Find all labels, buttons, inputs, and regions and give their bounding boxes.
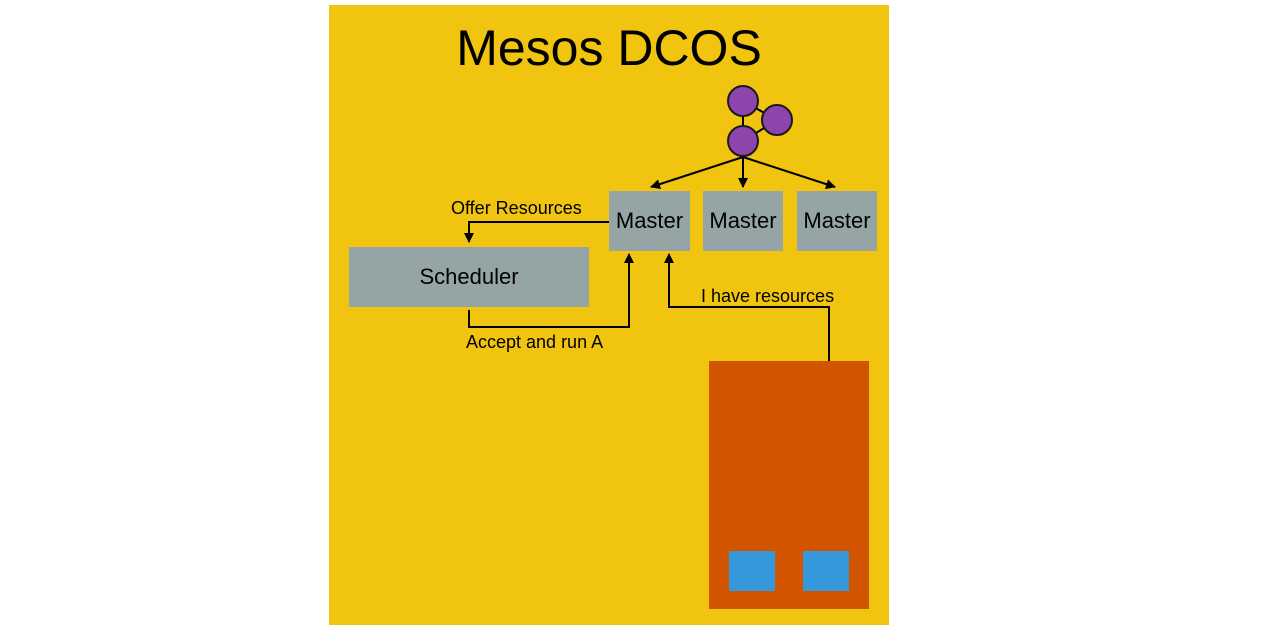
task-block	[729, 551, 775, 591]
offer-arrow	[464, 221, 609, 243]
master-box: Master	[797, 191, 877, 251]
cluster-node-icon	[761, 104, 793, 136]
cluster-to-master-arrow	[650, 156, 744, 189]
offer-resources-label: Offer Resources	[451, 198, 582, 218]
cluster-to-master-arrow	[742, 156, 836, 189]
cluster-node-icon	[727, 85, 759, 117]
scheduler-box: Scheduler	[349, 247, 589, 307]
cluster-node-icon	[727, 125, 759, 157]
accept-arrow	[468, 253, 634, 328]
have-resources-label: I have resources	[701, 286, 835, 306]
master-box: Master	[609, 191, 690, 251]
accept-and-run-label: Accept and run A	[466, 332, 604, 352]
diagram-title: Mesos DCOS	[456, 20, 762, 76]
resources-arrow	[664, 253, 830, 361]
task-block	[803, 551, 849, 591]
master-box: Master	[703, 191, 783, 251]
